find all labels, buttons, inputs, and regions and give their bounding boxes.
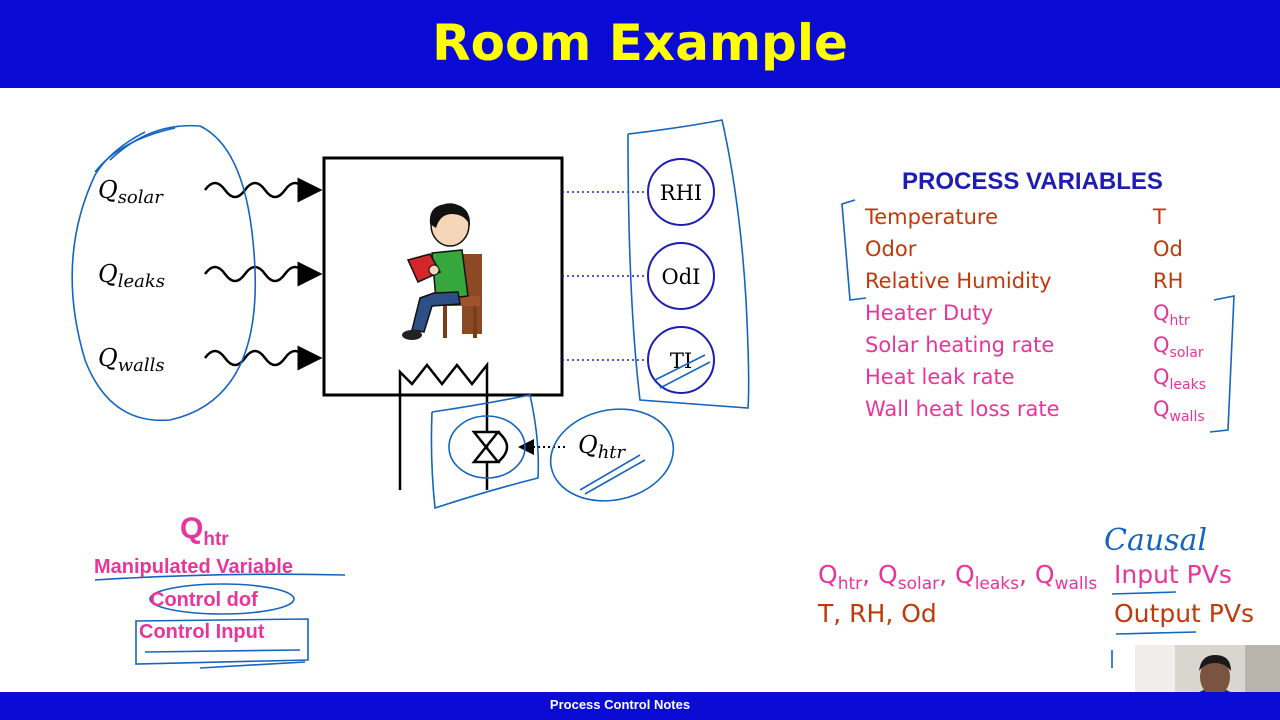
q-solar-label: Qsolar	[98, 176, 164, 208]
footer-bar: Process Control Notes	[0, 692, 1280, 720]
pv-symbol: T	[1153, 205, 1166, 229]
ink-box-valve	[430, 394, 540, 510]
pv-name: Temperature	[865, 205, 999, 229]
title-bar: Room Example	[0, 0, 1280, 88]
slide-title: Room Example	[432, 14, 848, 72]
pv-name: Relative Humidity	[865, 269, 1052, 293]
ink-circle-qhtr	[549, 408, 675, 502]
output-pvs-label: Output PVs	[1114, 599, 1254, 628]
ti-label: TI	[670, 349, 692, 373]
ink-bracket-outputs	[841, 199, 867, 301]
q-walls-label: Qwalls	[98, 344, 165, 376]
pv-name: Wall heat loss rate	[865, 397, 1060, 421]
pv-name: Heater Duty	[865, 301, 994, 325]
ink-underline-control-input	[144, 649, 306, 669]
rhi-indicator	[647, 158, 715, 226]
process-variables-heading: PROCESS VARIABLES	[902, 168, 1163, 195]
rhi-label: RHI	[660, 181, 702, 205]
pv-symbol: Qwalls	[1153, 397, 1205, 426]
pv-symbol: RH	[1153, 269, 1184, 293]
heater-coil	[398, 361, 489, 490]
footer-text: Process Control Notes	[549, 697, 691, 712]
indicators: RHI OdI TI	[562, 158, 715, 394]
pv-symbol: Od	[1153, 237, 1183, 261]
mv-label-control-dof: Control dof	[150, 589, 258, 611]
walls-wave-arrow	[203, 345, 323, 371]
pv-symbol: Qsolar	[1153, 333, 1204, 362]
valve-icon	[471, 430, 501, 464]
mv-label-control-input: Control Input	[139, 621, 265, 643]
pv-symbol: Qleaks	[1153, 365, 1207, 394]
ink-circle-dof	[149, 583, 295, 615]
input-pv-list: Qhtr, Qsolar, Qleaks, Qwalls	[818, 560, 1098, 594]
ink-underline-mv	[94, 573, 346, 581]
output-pv-list: T, RH, Od	[818, 599, 937, 628]
person-reading-icon	[402, 203, 482, 340]
ink-box-indicators	[627, 119, 750, 409]
q-htr-diagram-label: Qhtr	[578, 431, 627, 463]
input-pvs-label: Input PVs	[1114, 560, 1232, 589]
ink-bracket-inputs	[1209, 295, 1235, 433]
solar-wave-arrow	[203, 177, 323, 203]
mv-label-manipulated: Manipulated Variable	[94, 556, 293, 578]
ink-circle-valve	[448, 415, 526, 479]
ink-qhtr-scribble	[579, 454, 646, 495]
odi-label: OdI	[662, 265, 701, 289]
pv-symbol: Qhtr	[1153, 301, 1190, 330]
ink-ellipse-inputs	[71, 124, 257, 422]
ink-ellipse-inputs-extra	[94, 127, 176, 173]
leaks-wave-arrow	[203, 261, 323, 287]
ink-box-control-input	[135, 618, 309, 665]
q-leaks-label: Qleaks	[98, 260, 165, 292]
room-diagram: Qsolar Qleaks Qwalls Qhtr	[71, 119, 1235, 669]
ink-ti-scribble	[654, 354, 711, 389]
odi-indicator	[647, 242, 715, 310]
pv-name: Solar heating rate	[865, 333, 1055, 357]
ink-underline-input-pvs	[1111, 591, 1177, 595]
input-labels: Qsolar Qleaks Qwalls	[98, 176, 165, 376]
ink-underline-output-pvs	[1115, 631, 1197, 635]
pv-name: Heat leak rate	[865, 365, 1015, 389]
heater	[398, 361, 565, 490]
ti-indicator	[647, 326, 715, 394]
manipulated-variable-symbol: Qhtr	[180, 512, 229, 550]
pv-name: Odor	[865, 237, 917, 261]
heat-flow-arrows	[203, 177, 323, 371]
ink-causal-note: Causal	[1104, 523, 1207, 558]
ink-annotations	[71, 119, 1235, 669]
